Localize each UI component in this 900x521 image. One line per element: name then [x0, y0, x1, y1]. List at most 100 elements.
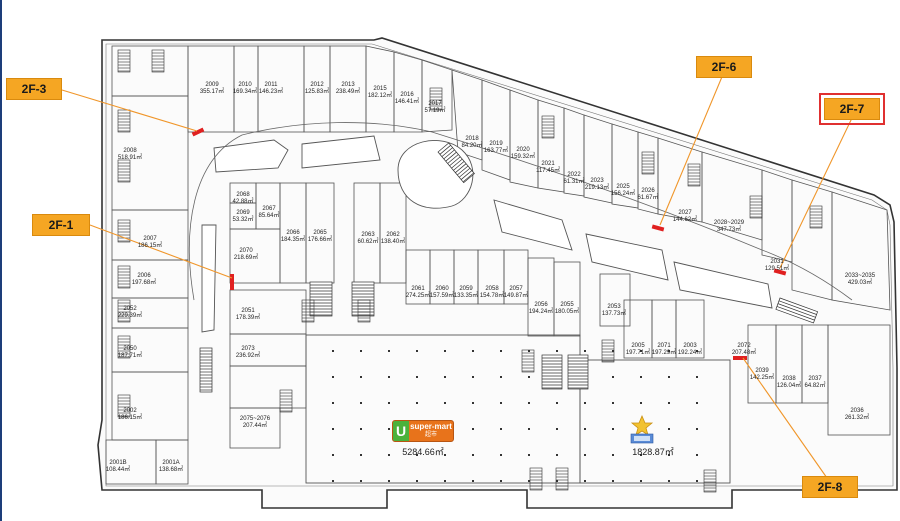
building-outline	[97, 37, 898, 509]
column-dot	[640, 454, 642, 456]
callout-2f-7[interactable]: 2F-7	[819, 93, 885, 125]
column-dot	[696, 480, 698, 482]
column-dot	[696, 454, 698, 456]
unit-area: 236.92㎡	[236, 351, 260, 359]
column-dot	[612, 350, 614, 352]
unit-area: 57.19㎡	[424, 106, 445, 114]
unit-number: 2052	[123, 306, 137, 312]
unit-area: 117.45㎡	[536, 166, 560, 174]
supermart-area-label: 5284.66㎡	[402, 447, 444, 457]
stair-box	[279, 389, 293, 413]
stair-box	[749, 195, 763, 219]
column-dot	[612, 454, 614, 456]
column-dot	[360, 428, 362, 430]
escalator	[437, 142, 475, 184]
column-dot	[584, 454, 586, 456]
unit-number: 2012	[310, 82, 324, 88]
unit-area: 194.24㎡	[529, 307, 553, 315]
column-grid	[332, 350, 698, 482]
escalator-step	[443, 149, 455, 160]
unit-area: 149.87㎡	[504, 291, 528, 299]
unit-area: 238.49㎡	[336, 87, 360, 95]
escalator-step	[453, 161, 465, 171]
column-dot	[668, 454, 670, 456]
central-shop-block	[229, 182, 891, 449]
stair-box	[641, 151, 655, 175]
unit-number: 2075~2076	[240, 416, 271, 422]
column-dot	[388, 454, 390, 456]
unit-area: 197.68㎡	[132, 278, 156, 286]
unit-area: 518.91㎡	[118, 153, 142, 161]
unit-area: 42.88㎡	[232, 197, 253, 205]
escalator-step	[460, 170, 473, 180]
unit-number: 2003	[683, 343, 697, 349]
column-dot	[696, 402, 698, 404]
stair-box	[117, 159, 131, 183]
unit-area: 163.77㎡	[484, 146, 508, 154]
column-dot	[528, 454, 530, 456]
callout-2f-6[interactable]: 2F-6	[696, 56, 752, 78]
column-dot	[584, 480, 586, 482]
unit-number: 2073	[241, 346, 255, 352]
escalator-step	[458, 168, 471, 178]
unit-area: 138.68㎡	[159, 465, 183, 473]
escalator-step	[449, 156, 461, 167]
column-dot	[668, 402, 670, 404]
column-dot	[388, 480, 390, 482]
unit-area: 355.17㎡	[200, 87, 224, 95]
callout-2f-8[interactable]: 2F-8	[802, 476, 858, 498]
column-dot	[500, 428, 502, 430]
unit-number: 2060	[435, 286, 449, 292]
unit-number: 2056	[534, 302, 548, 308]
unit-number: 2062	[386, 232, 400, 238]
column-dot	[472, 480, 474, 482]
column-dot	[472, 376, 474, 378]
unit-number: 2068	[236, 192, 250, 198]
unit-number: 2020	[516, 147, 530, 153]
unit-area: 207.48㎡	[732, 348, 756, 356]
callout-2f-3[interactable]: 2F-3	[6, 78, 62, 100]
unit-number: 2069	[236, 210, 250, 216]
escalator-step	[439, 145, 451, 155]
stair-box	[429, 87, 443, 111]
column-dot	[668, 480, 670, 482]
column-dot	[556, 350, 558, 352]
atrium-voids	[201, 135, 773, 333]
column-dot	[444, 376, 446, 378]
unit-area: 53.32㎡	[232, 215, 253, 223]
unit-area: 186.15㎡	[118, 413, 142, 421]
column-dot	[500, 350, 502, 352]
column-dot	[500, 480, 502, 482]
column-dot	[360, 402, 362, 404]
column-dot	[528, 402, 530, 404]
escalator-step	[457, 165, 469, 176]
column-dot	[388, 402, 390, 404]
callout-2f-1[interactable]: 2F-1	[32, 214, 90, 236]
column-dot	[668, 350, 670, 352]
unit-area: 197.29㎡	[652, 348, 676, 356]
column-dot	[640, 350, 642, 352]
stair-box	[117, 265, 131, 289]
unit-number: 2025	[616, 184, 630, 190]
column-dot	[500, 454, 502, 456]
unit-area: 138.40㎡	[381, 237, 405, 245]
unit-area: 144.62㎡	[673, 215, 697, 223]
unit-area: 137.73㎡	[602, 309, 626, 317]
escalator-step	[441, 147, 453, 157]
unit-number: 2059	[459, 286, 473, 292]
column-dot	[612, 480, 614, 482]
column-dot	[416, 480, 418, 482]
unit-area: 169.34㎡	[233, 87, 257, 95]
supermart-logo: U super-mart 超市	[392, 420, 454, 442]
unit-number: 2010	[238, 82, 252, 88]
stairwells	[117, 49, 823, 493]
unit-number: 2009	[205, 82, 219, 88]
unit-area: 126.04㎡	[777, 381, 801, 389]
unit-number: 2065	[313, 230, 327, 236]
unit-number: 2002	[123, 408, 137, 414]
column-dot	[584, 428, 586, 430]
column-dot	[668, 376, 670, 378]
unit-labels: 2009355.17㎡2010169.34㎡2011146.23㎡2012125…	[106, 82, 876, 473]
food-court-area	[579, 359, 731, 484]
